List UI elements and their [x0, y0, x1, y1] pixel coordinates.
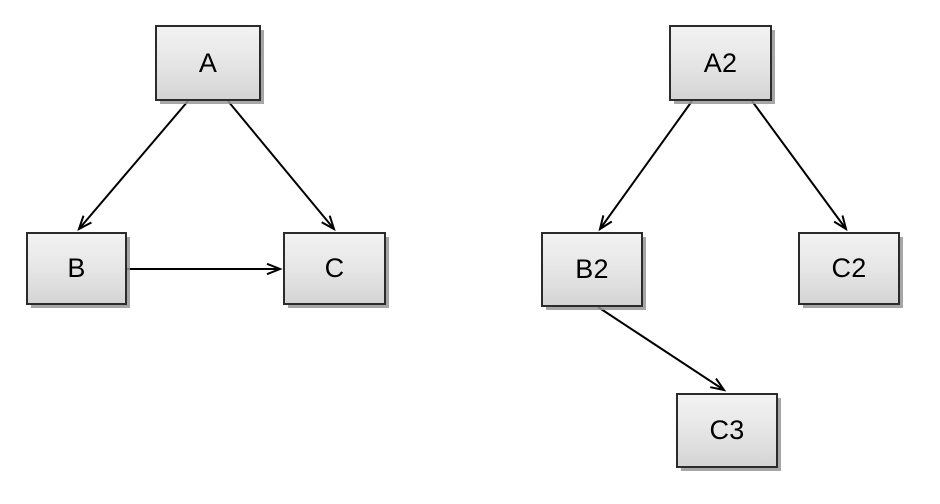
edge-a-c	[227, 100, 336, 232]
edge-a2-b2	[598, 100, 693, 232]
arrowhead-icon	[321, 215, 336, 232]
node-label: B	[67, 253, 86, 283]
node-c2[interactable]: C2	[798, 232, 900, 305]
arrowhead-icon	[710, 377, 727, 392]
node-label: A	[198, 47, 218, 78]
arrowhead-icon	[77, 215, 92, 232]
edge-line	[597, 306, 725, 391]
edge-line	[227, 100, 335, 230]
node-b2[interactable]: B2	[541, 232, 643, 307]
edge-b-c	[127, 262, 283, 276]
edge-line	[751, 100, 847, 230]
arrowhead-icon	[598, 215, 613, 232]
edge-line	[78, 100, 189, 230]
edge-line	[599, 100, 693, 230]
edge-a2-c2	[751, 100, 848, 232]
arrowhead-icon	[833, 215, 848, 232]
node-b[interactable]: B	[26, 232, 127, 305]
edge-a-b	[77, 100, 189, 232]
node-a[interactable]: A	[155, 25, 261, 101]
node-label: C2	[831, 253, 867, 283]
node-label: C	[324, 253, 345, 283]
arrowhead-icon	[266, 262, 283, 276]
node-label: A2	[703, 47, 738, 78]
node-label: C3	[709, 415, 745, 445]
edge-b2-c3	[597, 306, 727, 392]
node-c3[interactable]: C3	[676, 393, 778, 468]
node-c[interactable]: C	[283, 232, 386, 305]
node-a2[interactable]: A2	[669, 25, 772, 101]
node-label: B2	[575, 254, 609, 284]
